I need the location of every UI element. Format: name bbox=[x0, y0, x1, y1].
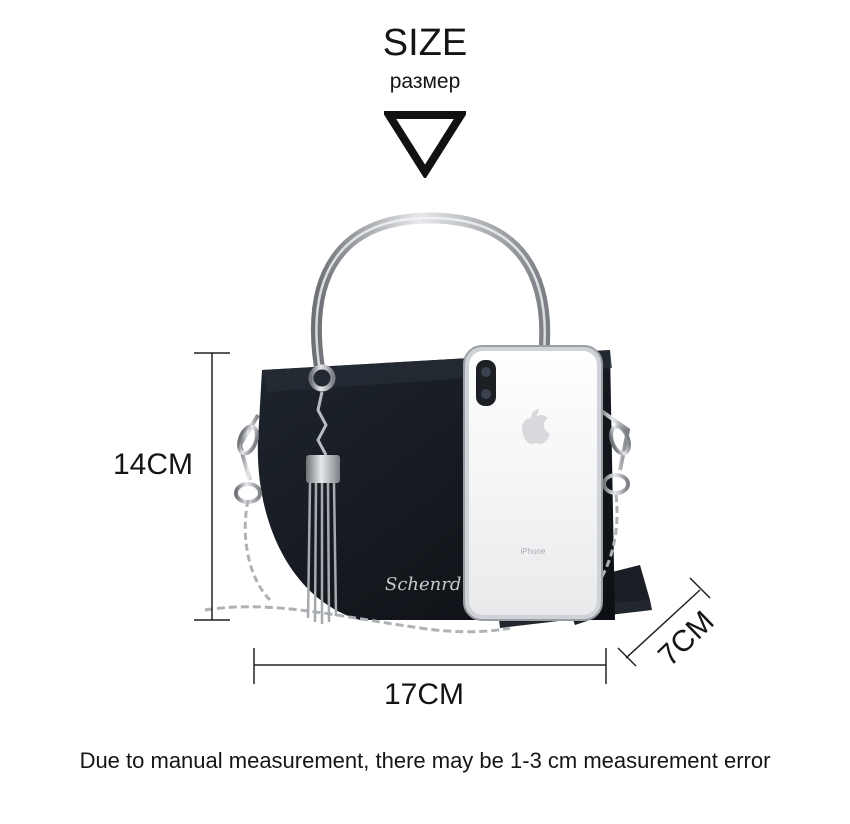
width-dimension-line bbox=[253, 648, 607, 684]
brand-logo: Schenrdu bbox=[385, 574, 473, 595]
tassel bbox=[306, 364, 340, 624]
phone bbox=[463, 345, 603, 621]
phone-label: iPhone bbox=[521, 547, 546, 556]
page-subtitle: размер bbox=[389, 70, 461, 93]
height-dimension-line bbox=[194, 352, 230, 621]
page-title: SIZE bbox=[382, 22, 468, 64]
right-clasp bbox=[598, 408, 631, 495]
left-clasp bbox=[234, 413, 262, 504]
down-triangle-icon bbox=[384, 111, 466, 178]
depth-dimension-line bbox=[617, 577, 711, 667]
width-label: 17CM bbox=[384, 678, 465, 711]
apple-logo-icon bbox=[522, 409, 550, 444]
measurement-note: Due to manual measurement, there may be … bbox=[79, 748, 771, 773]
height-label: 14CM bbox=[113, 448, 194, 481]
chain bbox=[204, 494, 619, 634]
